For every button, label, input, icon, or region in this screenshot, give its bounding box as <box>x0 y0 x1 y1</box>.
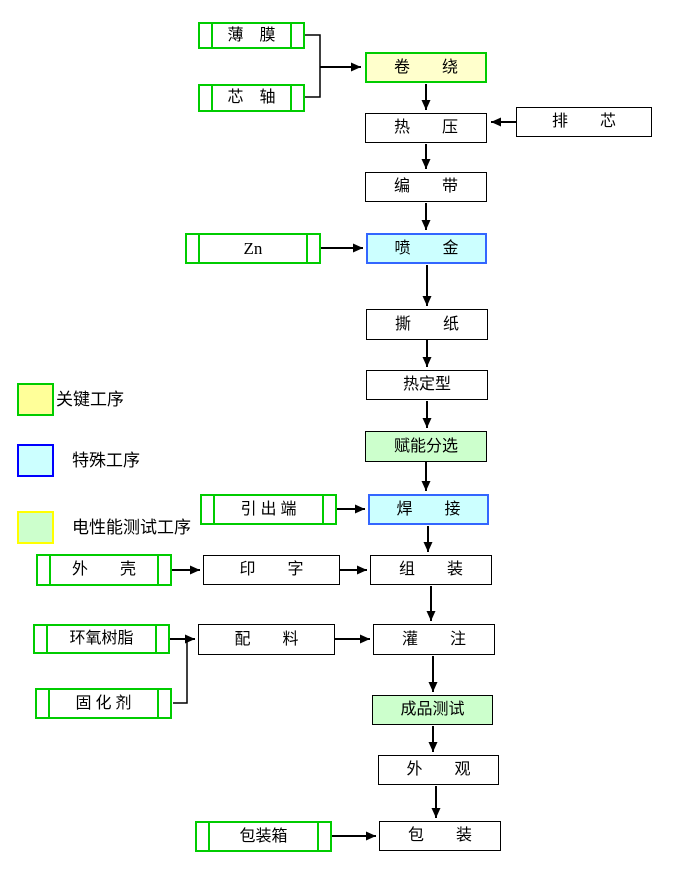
node-paper-tear: 撕 纸 <box>366 309 488 340</box>
node-zn: Zn <box>185 233 321 264</box>
legend-label-special-process: 特殊工序 <box>72 451 140 470</box>
node-batching: 配 料 <box>198 624 335 655</box>
node-potting: 灌 注 <box>373 624 495 655</box>
node-assembly: 组 装 <box>370 555 492 585</box>
legend-label-key-process: 关键工序 <box>56 390 124 409</box>
bracket-film-shaft <box>305 34 321 98</box>
node-epoxy-resin: 环氧树脂 <box>33 624 170 654</box>
node-core-shaft: 芯 轴 <box>198 84 305 112</box>
node-packaging: 包 装 <box>379 821 501 851</box>
legend-swatch-special-process <box>17 444 54 477</box>
node-hot-press: 热 压 <box>365 113 487 143</box>
node-lead-terminal: 引 出 端 <box>200 494 337 525</box>
node-shell: 外 壳 <box>36 554 172 586</box>
node-curing-agent: 固 化 剂 <box>35 688 172 719</box>
node-thin-film: 薄 膜 <box>198 22 305 49</box>
node-metal-spray: 喷 金 <box>366 233 487 264</box>
node-appearance: 外 观 <box>378 755 499 785</box>
node-welding: 焊 接 <box>368 494 489 525</box>
legend-swatch-key-process <box>17 383 54 416</box>
node-product-test: 成品测试 <box>372 695 493 725</box>
node-energize-sort: 赋能分选 <box>365 431 487 462</box>
node-printing: 印 字 <box>203 555 340 585</box>
legend-swatch-electrical-test-process <box>17 511 54 544</box>
node-core-array: 排 芯 <box>516 107 652 137</box>
node-packing-box: 包装箱 <box>195 821 332 852</box>
bracket-curing-agent <box>173 640 188 704</box>
node-winding: 卷 绕 <box>365 52 487 83</box>
node-heat-set: 热定型 <box>366 370 488 400</box>
node-taping: 编 带 <box>365 172 487 202</box>
legend-label-electrical-test-process: 电性能测试工序 <box>72 518 191 537</box>
